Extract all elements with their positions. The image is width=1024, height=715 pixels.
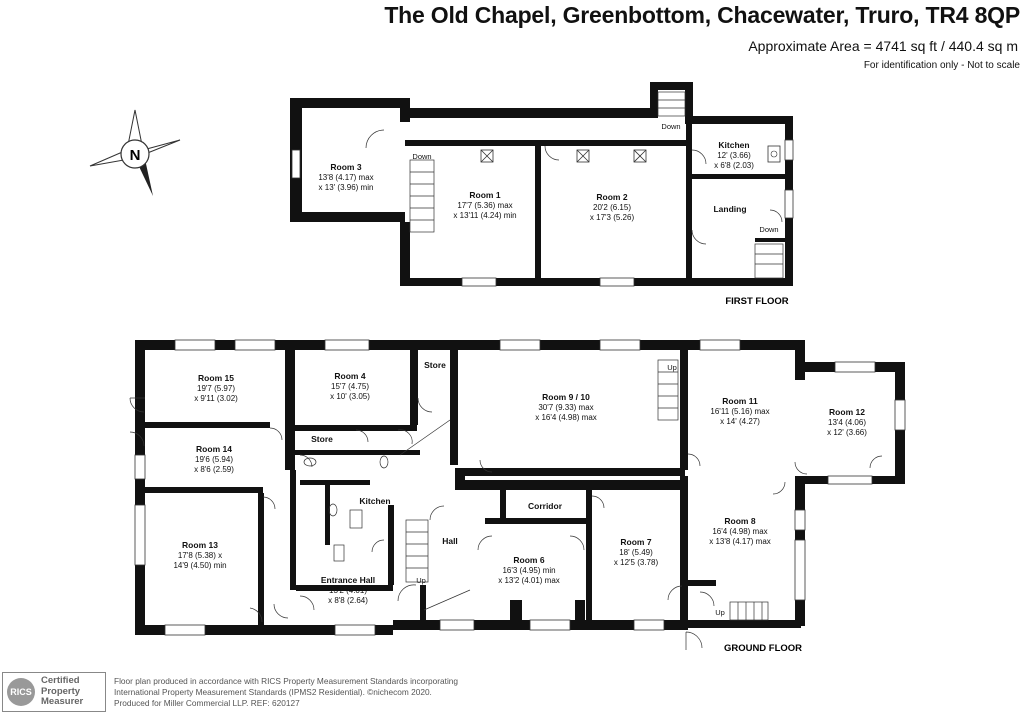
room-12-dims-2: x 12' (3.66) (827, 428, 867, 437)
up-label-1: Up (667, 363, 677, 372)
room-13-dims-1: 17'8 (5.38) x (178, 551, 222, 560)
kitchen-first-dims-1: 12' (3.66) (717, 151, 751, 160)
badge-line-3: Measurer (41, 696, 84, 707)
room-2-dims-2: x 17'3 (5.26) (590, 213, 635, 222)
ground-floor-label: GROUND FLOOR (724, 643, 802, 654)
footer-line-2: International Property Measurement Stand… (114, 687, 432, 697)
room-12-name: Room 12 (829, 407, 865, 417)
room-1-name: Room 1 (469, 190, 500, 200)
entrance-hall-name: Entrance Hall (321, 575, 375, 585)
room-12-dims-1: 13'4 (4.06) (828, 418, 866, 427)
room-7-dims-2: x 12'5 (3.78) (614, 558, 659, 567)
room-4-name: Room 4 (334, 371, 365, 381)
compass-label: N (130, 147, 141, 164)
down-label-2: Down (661, 122, 680, 131)
room-4-dims-2: x 10' (3.05) (330, 392, 370, 401)
room-1-dims-2: x 13'11 (4.24) min (453, 211, 516, 220)
kitchen-ground-label: Kitchen (359, 496, 390, 506)
first-floor-label: FIRST FLOOR (725, 296, 788, 307)
room-13-name: Room 13 (182, 540, 218, 550)
rics-badge: RICS Certified Property Measurer (2, 672, 106, 712)
compass-icon: N (89, 109, 181, 196)
room-3-dims-1: 13'8 (4.17) max (318, 173, 373, 182)
room-1-dims-1: 17'7 (5.36) max (457, 201, 512, 210)
room-9-10-dims-1: 30'7 (9.33) max (538, 403, 593, 412)
room-15-dims-1: 19'7 (5.97) (197, 384, 235, 393)
page-title: The Old Chapel, Greenbottom, Chacewater,… (384, 2, 1020, 28)
room-14-name: Room 14 (196, 444, 232, 454)
room-15-dims-2: x 9'11 (3.02) (194, 394, 238, 403)
room-6-name: Room 6 (513, 555, 544, 565)
room-8-dims-2: x 13'8 (4.17) max (709, 537, 771, 546)
room-15-name: Room 15 (198, 373, 234, 383)
approximate-area: Approximate Area = 4741 sq ft / 440.4 sq… (748, 38, 1018, 54)
room-9-10-dims-2: x 16'4 (4.98) max (535, 413, 597, 422)
store-label-1: Store (424, 360, 446, 370)
down-label-3: Down (759, 225, 778, 234)
room-8-dims-1: 16'4 (4.98) max (712, 527, 767, 536)
corridor-label: Corridor (528, 501, 563, 511)
scale-note: For identification only - Not to scale (863, 60, 1020, 71)
kitchen-first-name: Kitchen (718, 140, 749, 150)
landing-name: Landing (713, 204, 746, 214)
room-14-dims-2: x 8'6 (2.59) (194, 465, 234, 474)
entrance-hall-dims-2: x 8'8 (2.64) (328, 596, 368, 605)
room-3-dims-2: x 13' (3.96) min (319, 183, 374, 192)
footer-line-1: Floor plan produced in accordance with R… (114, 676, 459, 686)
room-2-name: Room 2 (596, 192, 627, 202)
room-6-dims-2: x 13'2 (4.01) max (498, 576, 560, 585)
hall-label: Hall (442, 536, 458, 546)
up-label-2: Up (416, 576, 426, 585)
badge-line-2: Property (41, 685, 81, 697)
room-6-dims-1: 16'3 (4.95) min (502, 566, 555, 575)
store-label-2: Store (311, 434, 333, 444)
room-11-dims-1: 16'11 (5.16) max (710, 407, 769, 416)
room-13-dims-2: 14'9 (4.50) min (173, 561, 226, 570)
room-7-name: Room 7 (620, 537, 651, 547)
footer-line-3: Produced for Miller Commercial LLP. REF:… (114, 698, 300, 708)
ground-floor (129, 339, 906, 650)
room-3-name: Room 3 (330, 162, 361, 172)
down-label-1: Down (412, 152, 431, 161)
first-floor (290, 82, 794, 287)
entrance-hall-dims-1: 13'2 (4.01) (329, 586, 367, 595)
room-4-dims-1: 15'7 (4.75) (331, 382, 369, 391)
room-11-dims-2: x 14' (4.27) (720, 417, 760, 426)
badge-text: Certified Property Measurer (41, 675, 84, 708)
room-9-10-name: Room 9 / 10 (542, 392, 590, 402)
room-2-dims-1: 20'2 (6.15) (593, 203, 631, 212)
footer-disclaimer: Floor plan produced in accordance with R… (114, 676, 458, 709)
room-14-dims-1: 19'6 (5.94) (195, 455, 233, 464)
ground-floor-labels: Room 15 19'7 (5.97) x 9'11 (3.02) Room 4… (173, 360, 867, 654)
first-floor-labels: Room 3 13'8 (4.17) max x 13' (3.96) min … (318, 122, 788, 307)
up-label-3: Up (715, 608, 725, 617)
badge-line-1: Certified (41, 675, 80, 686)
room-11-name: Room 11 (722, 396, 758, 406)
rics-logo-icon: RICS (7, 678, 35, 706)
room-7-dims-1: 18' (5.49) (619, 548, 653, 557)
room-8-name: Room 8 (724, 516, 755, 526)
kitchen-first-dims-2: x 6'8 (2.03) (714, 161, 754, 170)
